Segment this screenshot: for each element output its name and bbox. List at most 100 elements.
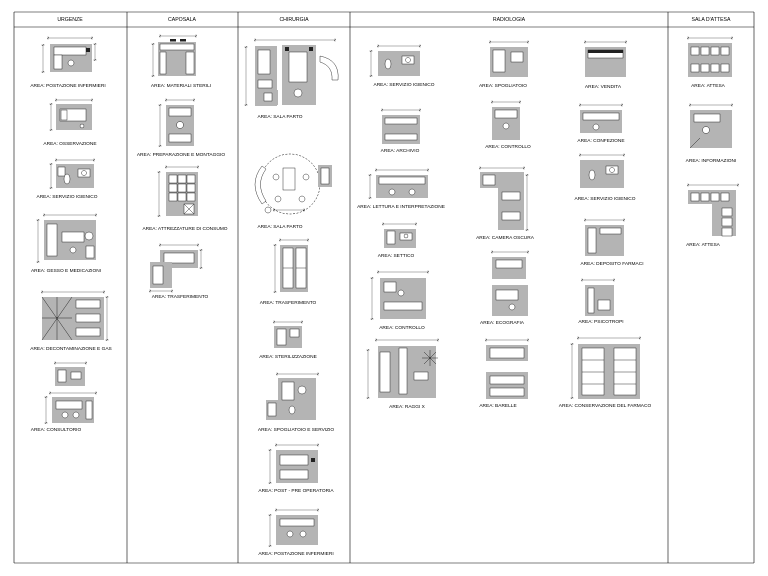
- dimension-slash: [436, 338, 440, 342]
- dimension-slash: [44, 421, 48, 425]
- dimension-line: [93, 42, 97, 62]
- dimension-slash: [490, 250, 494, 254]
- dimension-line: [686, 36, 734, 40]
- seat: [72, 411, 80, 419]
- plan-sterilizzazione: [272, 320, 304, 348]
- plan-preparazione-montaggio: [158, 98, 196, 148]
- dimension-slash: [272, 320, 276, 324]
- dimension-slash: [157, 214, 161, 218]
- area-label: AREA: PREPARAZIONE E MONTAGGIO: [137, 152, 226, 158]
- furniture: [177, 183, 187, 193]
- dimension-line: [244, 45, 248, 107]
- area-label: AREA: CONTROLLO: [485, 144, 531, 150]
- area-label: AREA: SERVIZIO IGIENICO: [374, 82, 435, 88]
- furniture: [501, 211, 521, 221]
- dimension-slash: [273, 290, 277, 294]
- dimension-line: [158, 34, 198, 38]
- furniture: [710, 192, 720, 202]
- dimension-slash: [268, 448, 272, 452]
- seat: [403, 233, 409, 239]
- dimension-line: [274, 508, 320, 512]
- dimension-slash: [620, 103, 624, 107]
- plan-camera-oscura: [478, 166, 529, 232]
- plan-servizio-igienico-radiologia: [369, 44, 422, 78]
- dimension-line: [253, 38, 337, 42]
- dimension-line: [199, 248, 203, 270]
- furniture: [587, 227, 597, 254]
- dimension-slash: [369, 74, 373, 78]
- area-label: AREA: VENDITA: [585, 84, 622, 90]
- fixture: [311, 458, 315, 462]
- plan-spogliatoio-servizio: [266, 372, 320, 420]
- dimension-slash: [369, 49, 373, 53]
- dimension-line: [40, 290, 106, 294]
- dimension-line: [275, 372, 320, 376]
- dimension-slash: [84, 361, 88, 365]
- plan-trasferimento-chirurgia: [273, 238, 310, 294]
- dimension-slash: [164, 165, 168, 169]
- curved-counter: [319, 55, 339, 81]
- area-label: AREA: CONTROLLO: [379, 325, 425, 331]
- furniture: [599, 227, 622, 235]
- area-label: AREA: TRASFERIMENTO: [152, 294, 209, 300]
- furniture: [398, 347, 408, 395]
- furniture: [152, 265, 164, 285]
- dimension-line: [578, 103, 624, 107]
- dimension-slash: [94, 213, 98, 217]
- furniture: [70, 371, 82, 380]
- seat: [508, 303, 516, 311]
- column-header-caposala: CAPOSALA: [168, 17, 197, 23]
- furniture: [279, 518, 315, 527]
- furniture: [495, 289, 519, 301]
- area-label: AREA: DEPOSITO FARMACI: [580, 261, 643, 267]
- sanitary-fixture: [588, 169, 596, 181]
- furniture: [383, 301, 423, 311]
- furniture: [168, 174, 178, 184]
- plan-osservazione: [49, 98, 94, 132]
- fixture: [285, 47, 289, 51]
- plan-archivio: [380, 108, 422, 144]
- dimension-slash: [268, 481, 272, 485]
- area-label: AREA: CONSERVAZIONE DEL FARMACO: [559, 403, 652, 409]
- dimension-line: [570, 342, 574, 400]
- dimension-line: [54, 158, 96, 162]
- dimension-slash: [583, 40, 587, 44]
- furniture: [710, 63, 720, 73]
- furniture: [168, 192, 178, 202]
- dimension-slash: [196, 165, 200, 169]
- dimension-line: [42, 213, 98, 217]
- dimension-slash: [54, 98, 58, 102]
- dimension-line: [583, 218, 626, 222]
- dimension-slash: [158, 144, 162, 148]
- area-label: AREA: RAGGI X: [389, 404, 426, 410]
- furniture: [597, 299, 611, 311]
- furniture: [55, 400, 83, 410]
- plan-postazione-infermieri-chirurgia: [268, 508, 320, 548]
- fixture: [180, 39, 186, 42]
- dimension-line: [268, 448, 272, 485]
- dimension-line: [273, 243, 277, 294]
- seat: [298, 195, 306, 203]
- furniture: [690, 46, 700, 56]
- plan-conservazione-farmaco: [570, 336, 642, 400]
- seat: [61, 411, 69, 419]
- seat: [405, 57, 411, 63]
- fixture: [170, 39, 176, 42]
- dimension-slash: [275, 372, 279, 376]
- dimension-line: [44, 395, 48, 425]
- furniture: [186, 192, 196, 202]
- dimension-slash: [366, 396, 370, 400]
- plan-barelle: [484, 338, 530, 399]
- dimension-line: [686, 183, 740, 187]
- area-label: AREA: POSTAZIONE INFERMIERI: [30, 83, 105, 89]
- dimension-line: [490, 250, 530, 254]
- furniture: [168, 107, 192, 117]
- fixture: [309, 47, 313, 51]
- seat: [67, 59, 75, 67]
- seat: [397, 289, 405, 297]
- dimension-slash: [580, 278, 584, 282]
- dimension-slash: [102, 290, 106, 294]
- plan-controllo-radiologia-2: [490, 100, 522, 140]
- area-label: AREA: CONFEZIONE: [577, 138, 624, 144]
- dimension-slash: [278, 238, 282, 242]
